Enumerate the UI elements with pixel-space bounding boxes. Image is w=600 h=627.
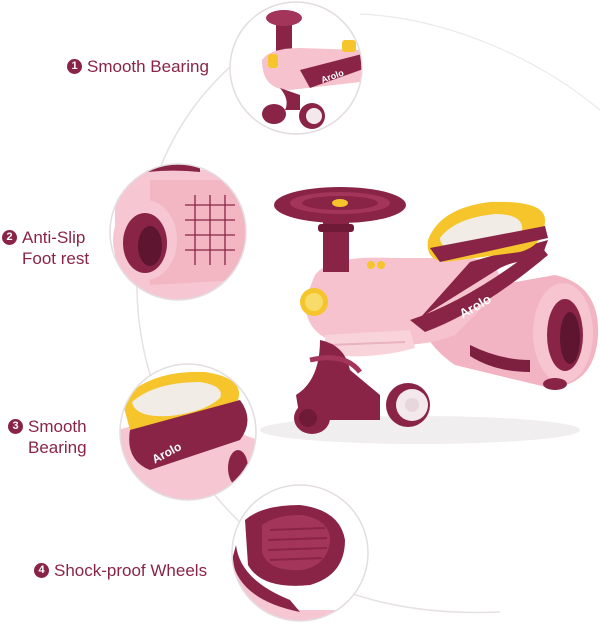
detail-circle-1: Arolo (230, 2, 362, 134)
feature-1-label: Smooth Bearing (87, 57, 209, 76)
feature-3-number: 3 (8, 419, 23, 434)
feature-3-label-line2: Bearing (28, 438, 87, 457)
ride-on-car: Arolo (260, 187, 599, 444)
feature-2-number: 2 (2, 230, 17, 245)
detail-circle-4 (232, 485, 368, 621)
feature-4-number: 4 (34, 563, 49, 578)
feature-4-label: Shock-proof Wheels (54, 561, 208, 580)
feature-2-label-line1: Anti-Slip (22, 228, 86, 247)
feature-2-label-line2: Foot rest (22, 249, 90, 268)
feature-2: 2 Anti-Slip Foot rest (2, 227, 89, 269)
feature-3: 3 Smooth Bearing (8, 416, 87, 458)
feature-1-number: 1 (67, 59, 82, 74)
feature-3-label-line1: Smooth (28, 417, 87, 436)
feature-4: 4 Shock-proof Wheels (34, 560, 207, 581)
feature-1: 1 Smooth Bearing (67, 56, 209, 77)
detail-circle-2 (110, 164, 246, 300)
connector-arc-right (359, 13, 600, 111)
detail-circle-3: Arolo (120, 364, 256, 500)
